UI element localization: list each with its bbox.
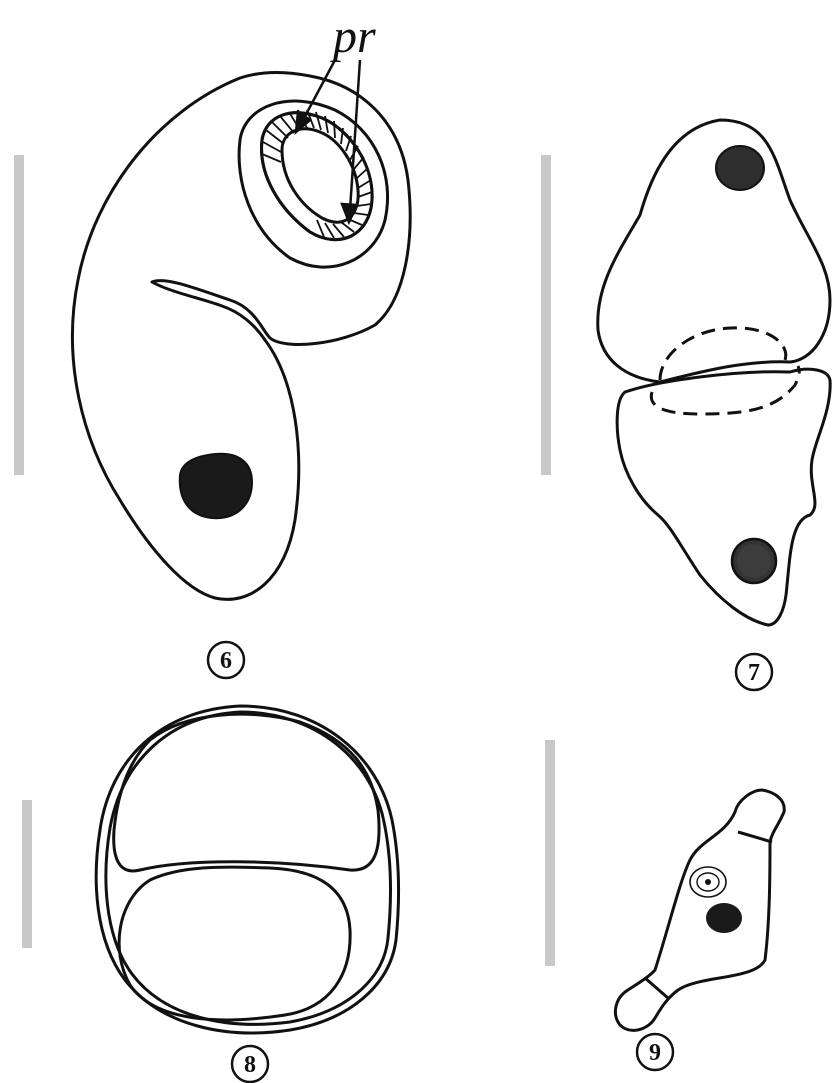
scale-bar-6: [14, 155, 24, 475]
scale-bar-8: [22, 800, 32, 948]
figure-label-8-text: 8: [244, 1052, 256, 1078]
figure-label-8: 8: [232, 1046, 268, 1082]
cell-9-body: [615, 790, 784, 1030]
cell-9-eyespot: [690, 867, 726, 897]
figure-label-9: 9: [637, 1034, 673, 1070]
nucleus-7-bottom: [732, 539, 776, 583]
figure-label-6-text: 6: [220, 648, 232, 674]
nucleus-9: [706, 903, 742, 933]
figure-label-6: 6: [208, 642, 244, 678]
scale-bar-9: [545, 740, 555, 966]
nucleus-6: [180, 454, 252, 518]
cell-figure-8: [96, 706, 398, 1033]
cell-figure-9: [615, 790, 784, 1030]
nucleus-7-top: [716, 146, 764, 190]
cell-7-upper: [598, 120, 830, 382]
cell-figure-7: [598, 120, 830, 625]
scale-bar-7: [541, 155, 551, 475]
cell-7-lower: [617, 369, 830, 625]
figure-label-7: 7: [736, 654, 772, 690]
pr-label: pr: [330, 10, 376, 63]
figure-label-9-text: 9: [649, 1040, 661, 1066]
figure-label-7-text: 7: [748, 660, 760, 686]
